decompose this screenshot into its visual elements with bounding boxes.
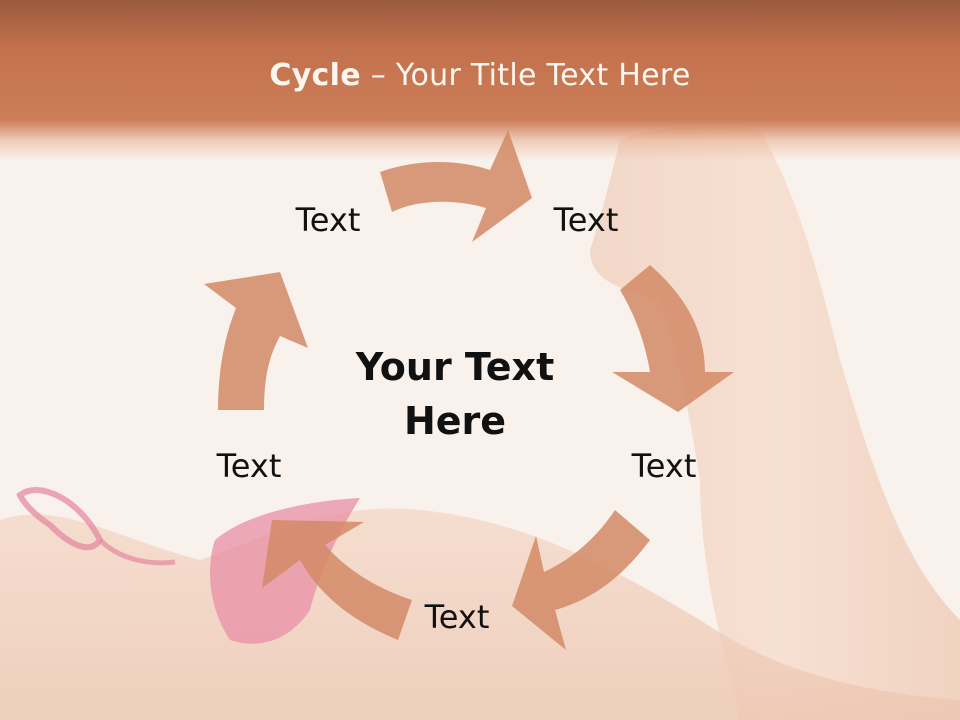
cycle-node-2: Text <box>553 201 619 239</box>
cycle-node-5: Text <box>216 447 282 485</box>
center-text: Your Text Here <box>355 345 555 443</box>
cycle-node-1: Text <box>295 201 361 239</box>
cycle-arrow-4 <box>262 520 412 640</box>
cycle-arrow-1 <box>380 130 532 242</box>
title-rest: – Your Title Text Here <box>360 58 691 93</box>
slide-title: Cycle – Your Title Text Here <box>0 56 960 96</box>
cycle-node-3: Text <box>631 447 697 485</box>
header-band <box>0 0 960 160</box>
title-bold: Cycle <box>269 58 361 93</box>
cycle-arrow-5 <box>204 272 308 410</box>
cycle-arrow-3 <box>512 510 650 650</box>
cycle-arrow-2 <box>612 265 734 412</box>
cycle-node-4: Text <box>424 598 490 636</box>
